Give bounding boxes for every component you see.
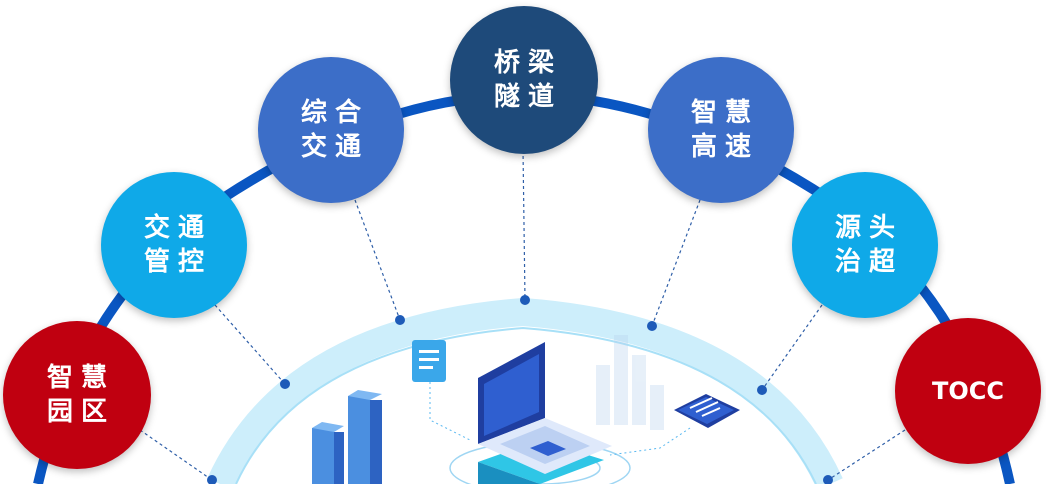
node-label-line2: 治超: [834, 247, 903, 277]
connector-dots: [207, 295, 833, 484]
bar-left-1: [312, 428, 334, 484]
node-label-line1: TOCC: [932, 377, 1004, 405]
node-label-line2: 高速: [690, 132, 759, 162]
bar-left-2: [348, 396, 370, 484]
node-label-line1: 智慧: [690, 98, 759, 128]
node-label-line1: 桥梁: [493, 48, 562, 78]
node-label-line2: 管控: [143, 247, 212, 277]
node-zhihui-gaosu[interactable]: 智慧 高速: [648, 57, 794, 203]
node-label-line1: 综合: [300, 98, 369, 128]
node-zonghe-jiaotong[interactable]: 综合 交通: [258, 57, 404, 203]
node-label-line2: 园区: [46, 397, 115, 427]
connector-lines: [139, 149, 906, 481]
node-yuantou-zhichao[interactable]: 源头 治超: [792, 172, 938, 318]
node-label-line2: 交通: [300, 132, 369, 162]
node-jiaotong-guankong[interactable]: 交通 管控: [101, 172, 247, 318]
node-tocc[interactable]: TOCC: [895, 318, 1041, 464]
tech-illustration: [312, 335, 740, 484]
node-zhihui-yuanqu[interactable]: 智慧 园区: [3, 321, 151, 469]
node-label-line1: 源头: [834, 213, 903, 243]
node-label-line1: 智慧: [46, 363, 115, 393]
node-label-line1: 交通: [143, 213, 212, 243]
inner-band: [207, 297, 843, 484]
node-qiaoliang-suidao[interactable]: 桥梁 隧道: [450, 6, 598, 154]
node-label-line2: 隧道: [493, 82, 562, 112]
document-card: [412, 340, 446, 382]
tablet-card: [674, 394, 740, 428]
